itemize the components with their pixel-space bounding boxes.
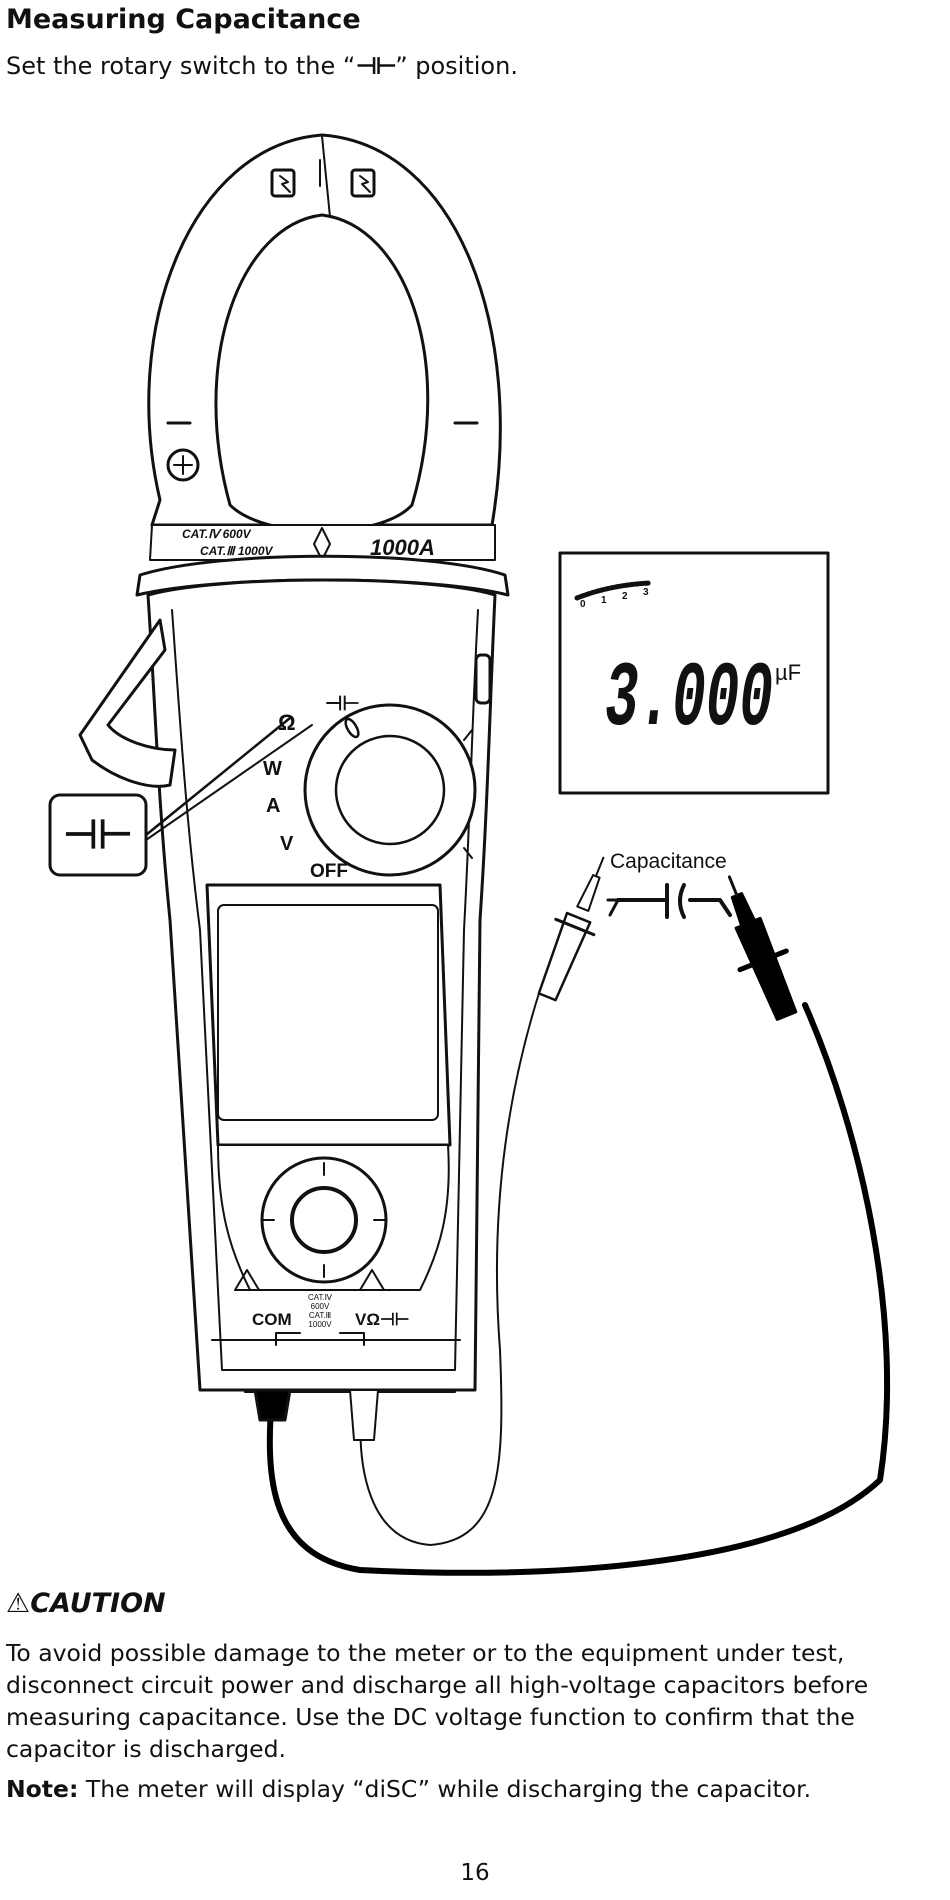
jack-cat-line: 1000V [308,1320,332,1329]
note-paragraph: Note: The meter will display “diSC” whil… [6,1775,936,1803]
warning-triangle-icon: ⚠ [6,1588,31,1619]
jaw-warning-icon [350,168,376,198]
dial-off-label: OFF [310,861,348,882]
display-bar-scale: 0 1 2 3 [580,587,649,610]
jaw-warning-icon [270,168,296,198]
capacitor-plate [678,883,686,919]
red-test-lead-cable [359,989,541,1546]
jack-cat-line: CAT.Ⅲ [309,1311,331,1320]
dial-volt-label: V [280,833,294,855]
note-label: Note: [6,1775,79,1803]
dial-amp-label: A [266,795,280,817]
cat-iii-label: CAT.Ⅲ 1000V [200,544,274,558]
dial-watt-label: W [263,758,282,780]
com-jack-label: COM [252,1310,292,1329]
meter-lcd-window [205,883,452,1147]
clamp-rating-label: 1000A [370,535,435,560]
dial-capacitance-label: ⊣⊢ [325,693,360,715]
intro-text-before: Set the rotary switch to the “ [6,52,356,80]
display-unit: µF [775,660,801,685]
screw-icon [166,448,200,482]
jaw-trigger [78,618,177,788]
jack-cat-rating: CAT.Ⅳ 600V CAT.Ⅲ 1000V [308,1293,333,1329]
intro-instruction: Set the rotary switch to the “⊣⊢” positi… [6,52,518,80]
red-probe [537,856,605,1002]
intro-text-after: ” position. [395,52,518,80]
section-heading: Measuring Capacitance [6,4,361,35]
cat-iv-label: CAT.Ⅳ 600V [182,527,252,541]
jack-cat-line: 600V [311,1302,330,1311]
bar-scale-label: 1 [601,595,607,606]
caution-body: To avoid possible damage to the meter or… [6,1639,869,1763]
v-ohm-cap-jack-label: VΩ⊣⊢ [355,1310,410,1329]
caution-title: ⚠CAUTION [6,1588,166,1619]
clamp-meter-illustration: CAT.Ⅳ 600V CAT.Ⅲ 1000V 1000A ⊣⊢ Ω W A V … [48,133,891,1576]
display-reading: 3.000 [605,647,773,752]
callout-capacitance-icon: ⊣⊢ [63,813,133,857]
bar-scale-label: 3 [643,587,649,598]
dial-ohm-label: Ω [278,710,296,735]
page-number: 16 [460,1860,490,1886]
capacitor-label: Capacitance [610,850,727,873]
caution-title-text: CAUTION [30,1588,166,1619]
jack-cat-line: CAT.Ⅳ [308,1293,333,1302]
bar-scale-label: 2 [622,591,628,602]
note-text: The meter will display “diSC” while disc… [78,1775,812,1803]
bar-scale-label: 0 [580,599,586,610]
black-test-lead-cable [266,1002,891,1576]
black-probe [727,875,798,1021]
display-panel [558,551,830,795]
capacitance-symbol-icon: ⊣⊢ [355,52,397,80]
